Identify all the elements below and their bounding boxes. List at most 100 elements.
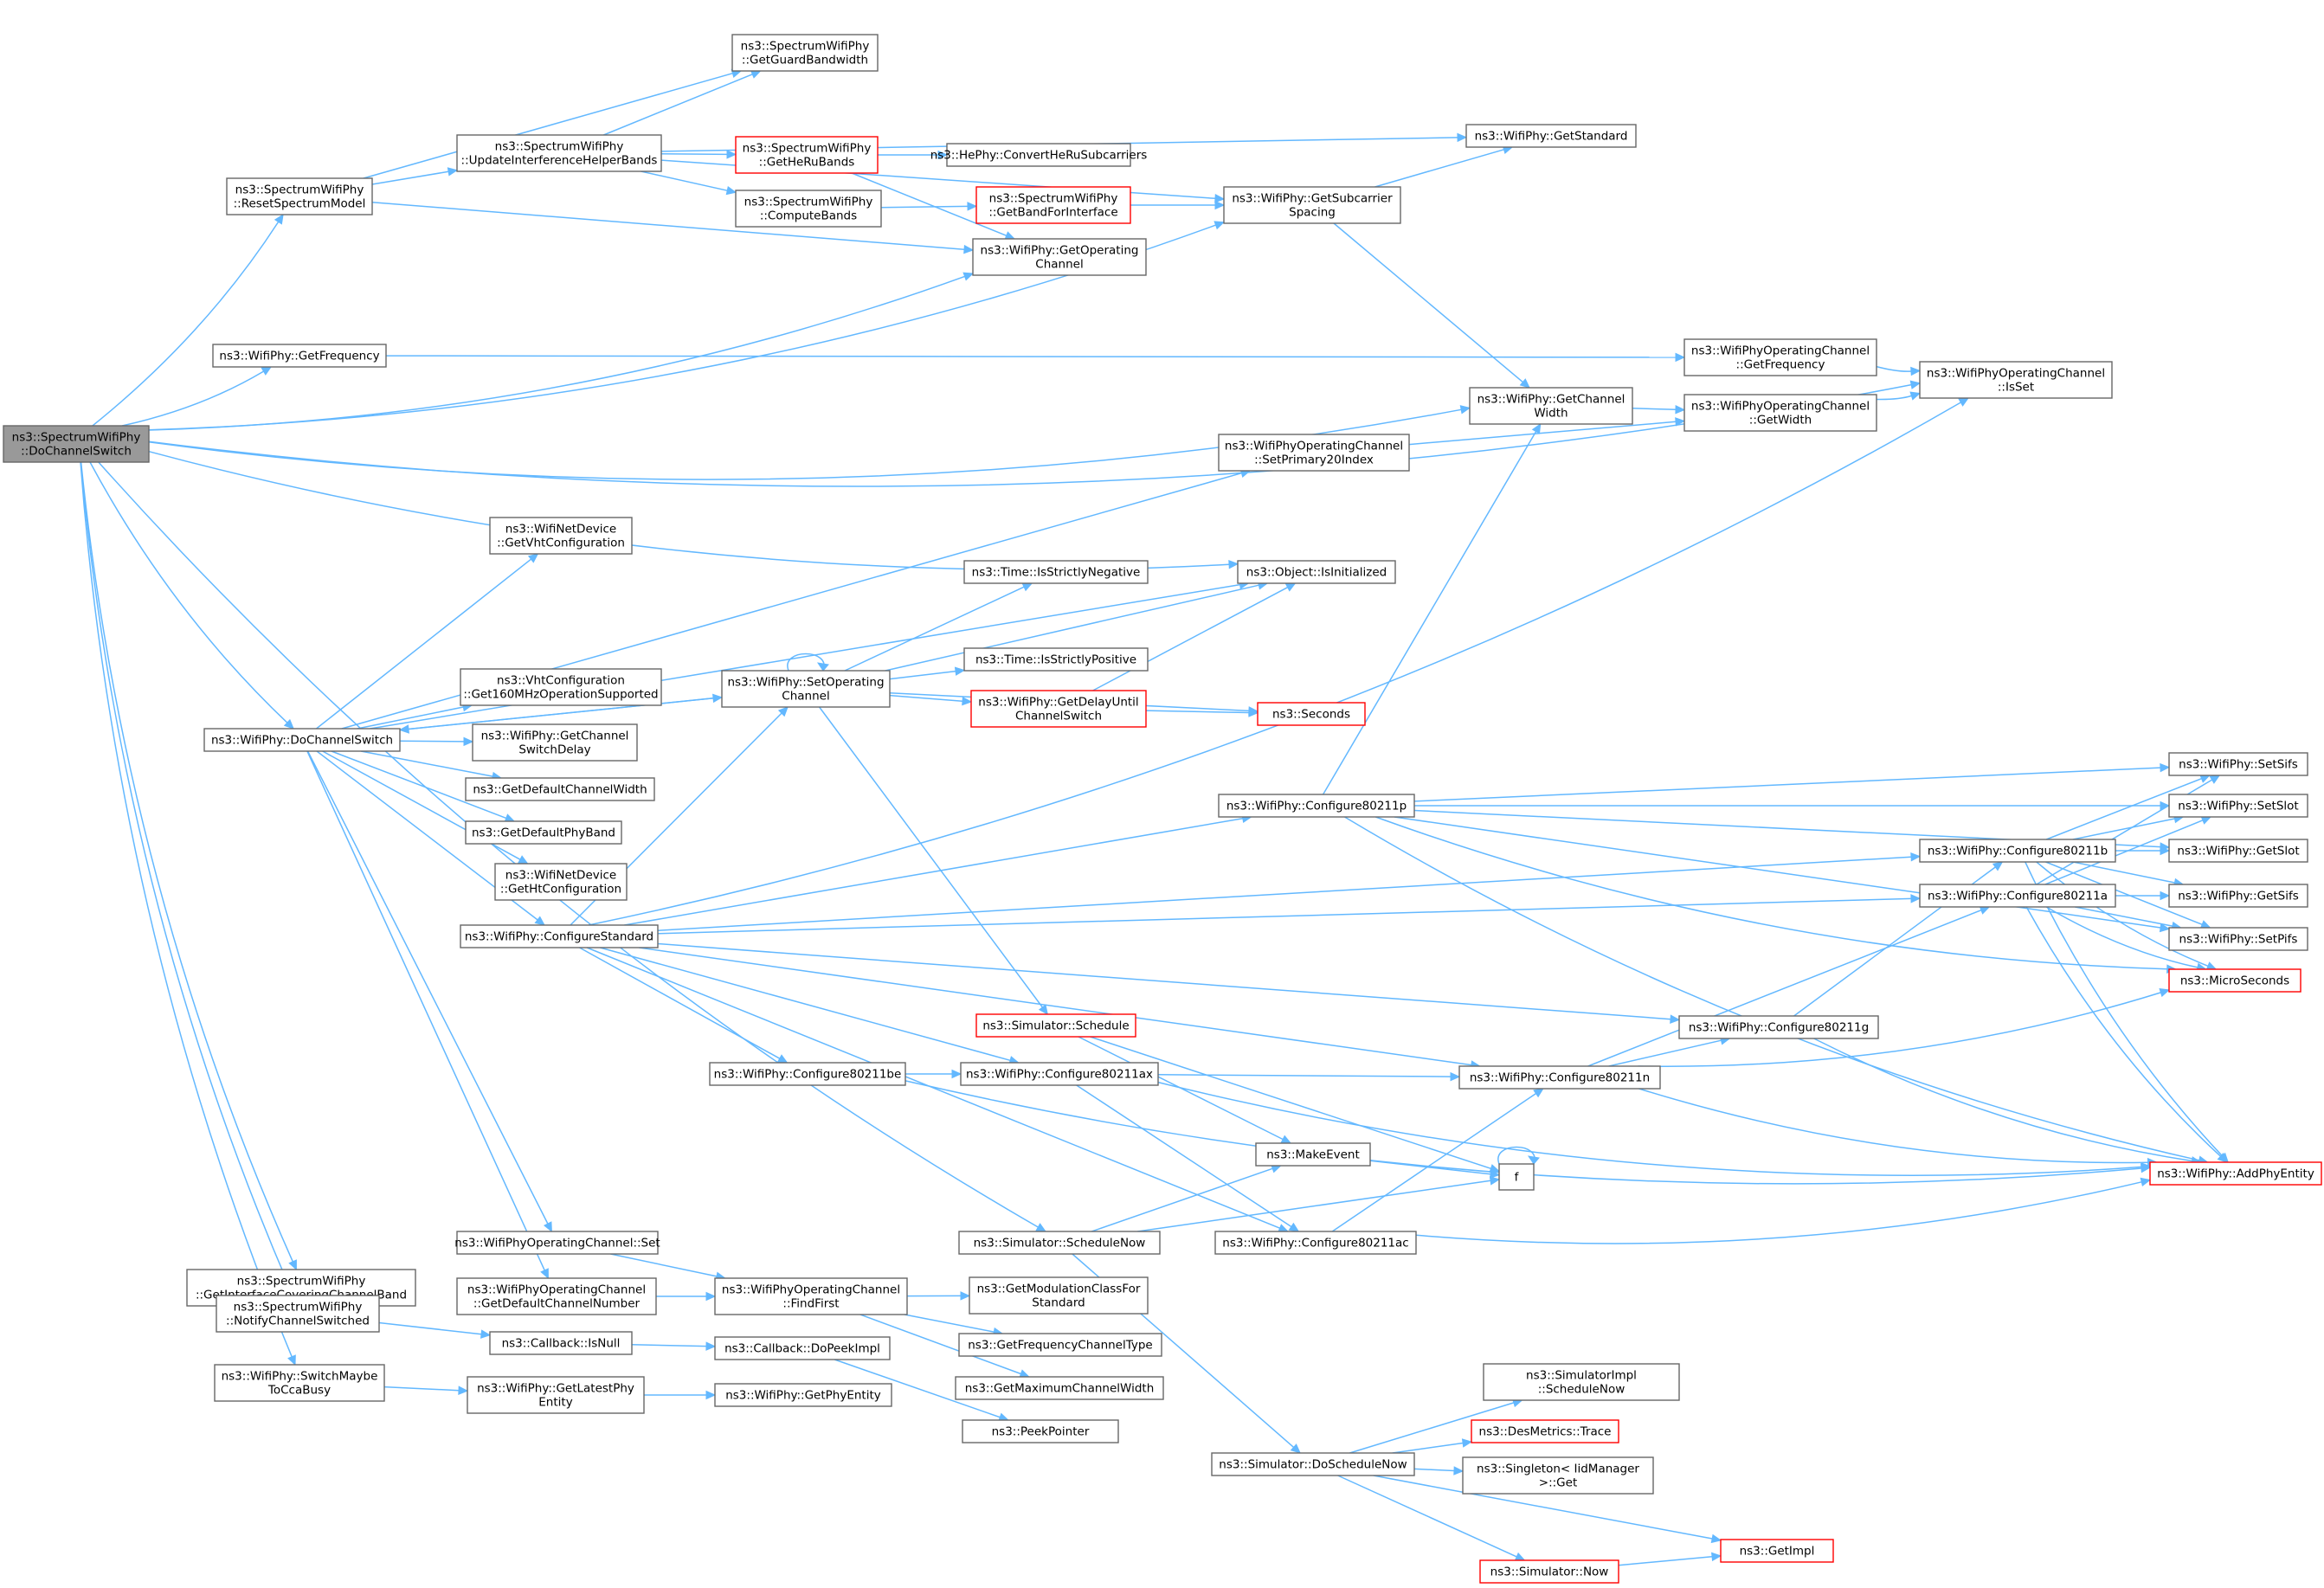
node-isnull[interactable]: ns3::Callback::IsNull: [489, 1331, 633, 1355]
node-c11p[interactable]: ns3::WifiPhy::Configure80211p: [1218, 794, 1415, 818]
node-freqct[interactable]: ns3::GetFrequencyChannelType: [958, 1333, 1162, 1357]
node-defpb[interactable]: ns3::GetDefaultPhyBand: [465, 820, 622, 845]
node-label: ::GetBandForInterface: [988, 206, 1117, 220]
node-seconds[interactable]: ns3::Seconds: [1257, 702, 1366, 726]
node-label: ns3::WifiPhyOperatingChannel: [467, 1283, 646, 1297]
node-reset[interactable]: ns3::SpectrumWifiPhy::ResetSpectrumModel: [226, 177, 373, 215]
node-getimpl[interactable]: ns3::GetImpl: [1720, 1539, 1834, 1563]
node-htcfg[interactable]: ns3::WifiNetDevice::GetHtConfiguration: [494, 863, 628, 901]
node-desmet[interactable]: ns3::DesMetrics::Trace: [1471, 1419, 1619, 1443]
node-sched[interactable]: ns3::Simulator::Schedule: [975, 1013, 1136, 1038]
edge-chwidth-to-wocgw: [1632, 405, 1686, 415]
edge-latest-to-getphyent: [644, 1390, 717, 1400]
node-label: ns3::SpectrumWifiPhy: [741, 40, 870, 54]
node-label: ::ResetSpectrumModel: [234, 197, 366, 211]
node-root[interactable]: ns3::SpectrumWifiPhy::DoChannelSwitch: [3, 425, 150, 463]
node-box: [1471, 1419, 1619, 1443]
node-c11g[interactable]: ns3::WifiPhy::Configure80211g: [1678, 1015, 1879, 1039]
node-getsifs[interactable]: ns3::WifiPhy::GetSifs: [2168, 884, 2308, 908]
node-label: ns3::Simulator::Schedule: [982, 1019, 1129, 1033]
node-gbfi[interactable]: ns3::SpectrumWifiPhy::GetBandForInterfac…: [975, 186, 1131, 224]
node-setpifs[interactable]: ns3::WifiPhy::SetPifs: [2168, 927, 2308, 951]
node-box: [975, 186, 1131, 224]
edge-c11b-to-getslot: [2115, 845, 2171, 856]
node-micro[interactable]: ns3::MicroSeconds: [2168, 968, 2301, 993]
node-defchn[interactable]: ns3::WifiPhyOperatingChannel::GetDefault…: [456, 1277, 657, 1315]
node-cfgstd[interactable]: ns3::WifiPhy::ConfigureStandard: [460, 924, 659, 948]
node-getfreq[interactable]: ns3::WifiPhy::GetFrequency: [212, 344, 387, 368]
node-mkevt[interactable]: ns3::MakeEvent: [1255, 1142, 1371, 1167]
node-c11ax[interactable]: ns3::WifiPhy::Configure80211ax: [960, 1062, 1159, 1086]
node-setslot[interactable]: ns3::WifiPhy::SetSlot: [2168, 794, 2308, 818]
node-wocset[interactable]: ns3::WifiPhyOperatingChannel::Set: [454, 1231, 660, 1255]
node-schnow[interactable]: ns3::Simulator::ScheduleNow: [958, 1231, 1161, 1255]
node-dessched[interactable]: ns3::Simulator::DoScheduleNow: [1211, 1452, 1415, 1476]
node-findfirst[interactable]: ns3::WifiPhyOperatingChannel::FindFirst: [714, 1277, 908, 1315]
node-ispos[interactable]: ns3::Time::IsStrictlyPositive: [963, 647, 1149, 672]
node-label: ns3::WifiPhyOperatingChannel: [1691, 344, 1870, 358]
node-getslot[interactable]: ns3::WifiPhy::GetSlot: [2168, 839, 2308, 863]
node-simimpl[interactable]: ns3::SimulatorImpl::ScheduleNow: [1483, 1363, 1680, 1401]
edge-root-to-switchcca: [80, 461, 296, 1366]
call-nodes: ns3::SpectrumWifiPhy::DoChannelSwitchns3…: [3, 34, 2322, 1584]
node-getheru[interactable]: ns3::SpectrumWifiPhy::GetHeRuBands: [735, 136, 879, 174]
node-getphyent[interactable]: ns3::WifiPhy::GetPhyEntity: [714, 1383, 892, 1407]
node-c11b[interactable]: ns3::WifiPhy::Configure80211b: [1919, 839, 2116, 863]
node-label: ns3::GetModulationClassFor: [977, 1283, 1141, 1296]
node-uihb[interactable]: ns3::SpectrumWifiPhy::UpdateInterference…: [456, 134, 662, 172]
node-peekptr[interactable]: ns3::PeekPointer: [962, 1419, 1119, 1443]
node-box: [465, 777, 655, 801]
node-label: ns3::Simulator::Now: [1490, 1565, 1609, 1579]
node-isset[interactable]: ns3::WifiPhyOperatingChannel::IsSet: [1919, 361, 2113, 399]
node-vht160[interactable]: ns3::VhtConfiguration::Get160MHzOperatio…: [460, 668, 662, 706]
node-getstd[interactable]: ns3::WifiPhy::GetStandard: [1465, 124, 1637, 148]
node-box: [969, 1276, 1149, 1315]
node-label: ns3::GetMaximumChannelWidth: [965, 1382, 1155, 1396]
node-label: ns3::WifiPhy::SetSlot: [2178, 800, 2298, 813]
node-c11n[interactable]: ns3::WifiPhy::Configure80211n: [1458, 1065, 1661, 1090]
node-c11a[interactable]: ns3::WifiPhy::Configure80211a: [1919, 884, 2116, 908]
node-vhtcfg[interactable]: ns3::WifiNetDevice::GetVhtConfiguration: [489, 517, 633, 555]
node-c11ac[interactable]: ns3::WifiPhy::Configure80211ac: [1214, 1231, 1417, 1255]
node-box: [714, 1383, 892, 1407]
node-simnow[interactable]: ns3::Simulator::Now: [1479, 1559, 1619, 1584]
node-wocgf[interactable]: ns3::WifiPhyOperatingChannel::GetFrequen…: [1683, 338, 1877, 376]
node-c11be[interactable]: ns3::WifiPhy::Configure80211be: [709, 1062, 906, 1086]
node-isinit[interactable]: ns3::Object::IsInitialized: [1237, 560, 1396, 584]
node-setp20[interactable]: ns3::WifiPhyOperatingChannel::SetPrimary…: [1218, 434, 1410, 472]
node-box: [1458, 1065, 1661, 1090]
node-dopeek[interactable]: ns3::Callback::DoPeekImpl: [714, 1336, 891, 1360]
node-maxcw[interactable]: ns3::GetMaximumChannelWidth: [955, 1376, 1164, 1400]
node-singleton[interactable]: ns3::Singleton< IidManager>::Get: [1462, 1456, 1654, 1495]
node-box: [972, 238, 1147, 276]
node-wdcs[interactable]: ns3::WifiPhy::DoChannelSwitch: [203, 728, 401, 752]
node-label: ns3::Callback::IsNull: [502, 1337, 621, 1351]
edge-c11ac-to-c11n: [1331, 1088, 1544, 1232]
node-label: ns3::GetImpl: [1740, 1545, 1815, 1559]
node-f[interactable]: f: [1498, 1163, 1535, 1191]
node-guard[interactable]: ns3::SpectrumWifiPhy::GetGuardBandwidth: [731, 34, 879, 72]
node-wocgw[interactable]: ns3::WifiPhyOperatingChannel::GetWidth: [1683, 394, 1877, 432]
node-label: ns3::VhtConfiguration: [497, 674, 625, 688]
node-label: f: [1515, 1171, 1520, 1185]
node-isneg[interactable]: ns3::Time::IsStrictlyNegative: [963, 560, 1149, 584]
node-setsifs[interactable]: ns3::WifiPhy::SetSifs: [2168, 752, 2308, 776]
node-compute[interactable]: ns3::SpectrumWifiPhy::ComputeBands: [735, 190, 882, 228]
node-defcw[interactable]: ns3::GetDefaultChannelWidth: [465, 777, 655, 801]
node-label: ToCcaBusy: [267, 1384, 331, 1398]
node-notify[interactable]: ns3::SpectrumWifiPhy::NotifyChannelSwitc…: [216, 1295, 380, 1333]
node-label: ns3::WifiPhy::GetChannel: [1477, 393, 1626, 407]
node-box: [1678, 1015, 1879, 1039]
node-convhe[interactable]: ns3::HePhy::ConvertHeRuSubcarriers: [930, 143, 1148, 167]
node-addphy[interactable]: ns3::WifiPhy::AddPhyEntity: [2149, 1161, 2322, 1186]
node-box: [1919, 884, 2116, 908]
